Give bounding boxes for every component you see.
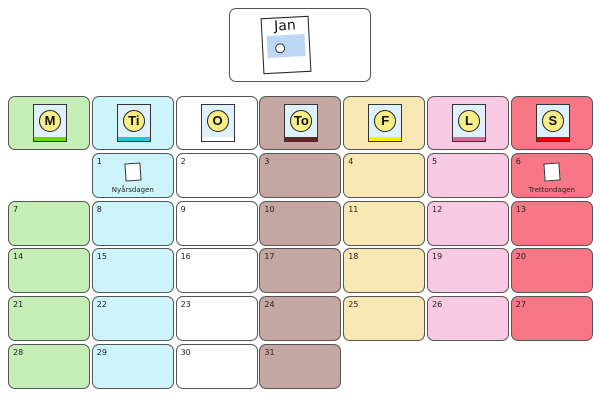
weekday-letter: L <box>458 110 480 132</box>
weekday-header[interactable]: O <box>175 96 258 150</box>
day-cell[interactable]: 7 <box>8 201 90 246</box>
event-label: Nyårsdagen <box>111 186 154 194</box>
day-cell[interactable]: 18 <box>343 248 426 293</box>
day-cell[interactable]: 29 <box>91 344 174 389</box>
event-label: Trettondagen <box>528 186 575 194</box>
day-number: 20 <box>515 252 526 261</box>
weekday-letter: F <box>374 110 397 132</box>
day-cell[interactable]: 4 <box>343 153 426 198</box>
month-label: Jan <box>273 17 297 35</box>
day-number: 22 <box>96 300 107 309</box>
day-cell[interactable]: 12 <box>427 201 509 246</box>
day-cell[interactable]: 27 <box>510 296 593 341</box>
day-cell[interactable]: 22 <box>91 296 174 341</box>
day-number: 9 <box>180 205 186 214</box>
day-cell[interactable]: 31 <box>259 344 342 389</box>
day-number: 8 <box>96 205 102 214</box>
day-cell[interactable]: 30 <box>175 344 258 389</box>
three-kings-icon <box>543 162 561 182</box>
weekday-letter: S <box>541 110 564 132</box>
day-number: 21 <box>13 300 24 309</box>
day-cell[interactable]: 3 <box>259 153 342 198</box>
day-number: 24 <box>264 300 275 309</box>
day-cell[interactable]: 14 <box>8 248 90 293</box>
day-number: 5 <box>432 157 438 166</box>
weekday-header[interactable]: F <box>343 96 426 150</box>
event: Trettondagen <box>512 162 592 194</box>
day-number: 13 <box>515 205 526 214</box>
day-cell[interactable]: 13 <box>510 201 593 246</box>
day-cell[interactable]: 16 <box>175 248 258 293</box>
day-number: 16 <box>180 252 191 261</box>
calendar-snowman-icon: Jan <box>260 15 312 75</box>
day-number: 27 <box>515 300 526 309</box>
color-bar <box>369 137 402 141</box>
color-bar <box>453 137 485 141</box>
day-number: 30 <box>180 348 191 357</box>
weekday-header[interactable]: S <box>510 96 593 150</box>
day-number: 31 <box>264 348 275 357</box>
day-cell[interactable]: 26 <box>427 296 509 341</box>
day-number: 7 <box>13 205 19 214</box>
color-bar <box>117 137 150 141</box>
day-number: 11 <box>348 205 359 214</box>
color-bar <box>34 137 66 141</box>
weekday-header[interactable]: To <box>259 96 342 150</box>
weekday-header[interactable]: Ti <box>91 96 174 150</box>
day-number: 28 <box>13 348 24 357</box>
sun-icon: Ti <box>116 104 151 142</box>
day-cell[interactable]: 9 <box>175 201 258 246</box>
color-bar <box>201 137 234 141</box>
new-year-calendar-icon <box>124 162 142 182</box>
weekday-header[interactable]: L <box>427 96 509 150</box>
day-cell[interactable]: 20 <box>510 248 593 293</box>
day-number: 26 <box>432 300 443 309</box>
day-number: 17 <box>264 252 275 261</box>
day-number: 6 <box>515 157 521 166</box>
month-header[interactable]: Jan <box>229 8 371 82</box>
day-number: 14 <box>13 252 24 261</box>
day-cell[interactable]: 23 <box>175 296 258 341</box>
weekday-header[interactable]: M <box>8 96 90 150</box>
day-cell[interactable]: 2 <box>175 153 258 198</box>
day-number: 4 <box>348 157 354 166</box>
sun-icon: L <box>452 104 486 142</box>
day-number: 25 <box>348 300 359 309</box>
color-bar <box>285 137 318 141</box>
day-number: 12 <box>432 205 443 214</box>
day-number: 3 <box>264 157 270 166</box>
day-number: 19 <box>432 252 443 261</box>
color-bar <box>536 137 569 141</box>
day-cell[interactable]: 24 <box>259 296 342 341</box>
sun-icon: To <box>284 104 319 142</box>
event: Nyårsdagen <box>93 162 173 194</box>
day-cell[interactable]: 25 <box>343 296 426 341</box>
day-number: 29 <box>96 348 107 357</box>
weekday-letter: Ti <box>122 110 145 132</box>
day-cell[interactable]: 28 <box>8 344 90 389</box>
day-cell[interactable]: 10 <box>259 201 342 246</box>
weekday-letter: M <box>39 110 61 132</box>
day-cell[interactable]: 5 <box>427 153 509 198</box>
day-cell[interactable]: 11 <box>343 201 426 246</box>
day-number: 15 <box>96 252 107 261</box>
day-number: 2 <box>180 157 186 166</box>
weekday-letter: O <box>206 110 229 132</box>
sun-icon: F <box>368 104 403 142</box>
day-number: 18 <box>348 252 359 261</box>
day-cell[interactable]: 19 <box>427 248 509 293</box>
day-cell[interactable]: 8 <box>91 201 174 246</box>
sun-icon: S <box>535 104 570 142</box>
day-number: 1 <box>96 157 102 166</box>
day-number: 10 <box>264 205 275 214</box>
day-cell[interactable]: 15 <box>91 248 174 293</box>
sun-icon: O <box>200 104 235 142</box>
day-cell[interactable]: 17 <box>259 248 342 293</box>
day-number: 23 <box>180 300 191 309</box>
weekday-letter: To <box>290 110 313 132</box>
day-cell[interactable]: 21 <box>8 296 90 341</box>
sun-icon: M <box>33 104 67 142</box>
